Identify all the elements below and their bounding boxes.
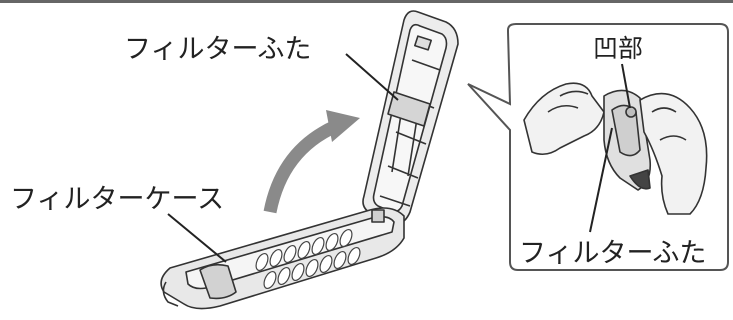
filter-lid-label: フィルターふた: [124, 36, 311, 63]
recess-label: 凹部: [593, 36, 643, 61]
curved-arrow-icon: [270, 110, 360, 212]
filter-lid-inset-label: フィルターふた: [519, 240, 706, 267]
filter-lid-illustration: [363, 11, 458, 223]
filter-case-label: フィルターケース: [10, 186, 224, 213]
filter-case-illustration: [161, 208, 404, 309]
